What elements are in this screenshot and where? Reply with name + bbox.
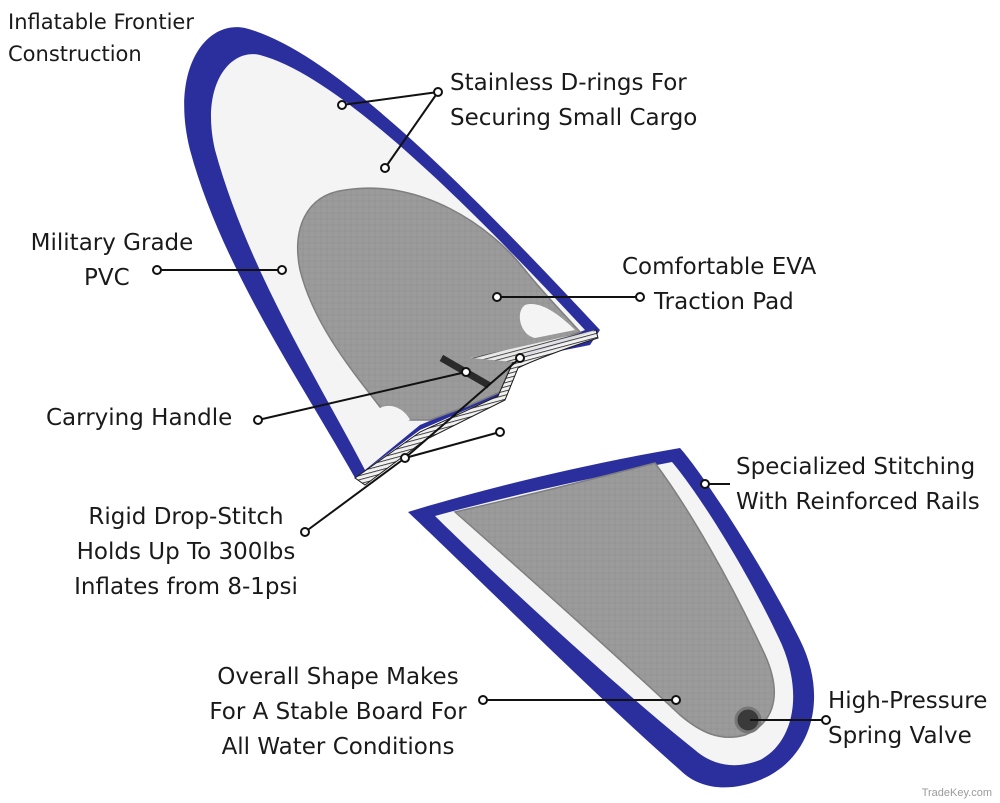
board-tail-section [408,448,815,788]
label-line: Securing Small Cargo [450,105,698,131]
label-line: All Water Conditions [221,734,455,760]
pad-cutout-left [378,405,410,428]
label-line: Overall Shape Makes [217,664,459,690]
leader-drop-stitch-2 [404,357,521,459]
leader-drop-stitch-1 [304,457,406,533]
label-line: High-Pressure [828,688,988,714]
label-spring-valve: High-Pressure Spring Valve [828,684,987,754]
label-line: Specialized Stitching [736,454,976,480]
label-line: With Reinforced Rails [736,489,980,515]
nose-cut-top [470,330,595,362]
label-line: Traction Pad [654,289,794,315]
pad-cutout-right [519,304,575,338]
label-overall-shape: Overall Shape Makes For A Stable Board F… [192,660,484,765]
label-d-rings: Stainless D-rings For Securing Small Car… [450,66,697,136]
board-nose-section [184,27,600,486]
leader-d-rings-2 [384,91,439,169]
label-line: For A Stable Board For [209,699,467,725]
label-inflatable-construction: Inflatable Frontier Construction [8,6,194,70]
label-line: Comfortable EVA [622,254,817,280]
label-line: Stainless D-rings For [450,70,687,96]
label-line: Inflatable Frontier [8,10,194,34]
leader-dots [152,87,831,725]
label-line: Holds Up To 300lbs [76,539,296,565]
label-line: PVC [84,265,130,291]
nose-traction-pad [297,187,582,421]
watermark: TradeKey.com [921,787,992,799]
tail-traction-pad [453,462,775,739]
label-line: Military Grade [30,230,194,256]
leader-d-rings-1 [341,91,439,106]
label-eva-pad: Comfortable EVA Traction Pad [622,250,816,320]
label-line: Inflates from 8-1psi [74,574,298,600]
label-line: Construction [8,42,142,66]
leader-drop-stitch-3 [404,431,501,459]
label-drop-stitch: Rigid Drop-Stitch Holds Up To 300lbs Inf… [70,500,302,605]
label-line: Spring Valve [828,723,972,749]
leader-lines [157,91,826,721]
label-stitching: Specialized Stitching With Reinforced Ra… [736,450,980,520]
label-line: Carrying Handle [46,405,233,431]
leader-handle [257,371,467,421]
label-carrying-handle: Carrying Handle [46,401,232,436]
label-pvc: Military Grade PVC [20,226,204,296]
label-line: Rigid Drop-Stitch [88,504,284,530]
